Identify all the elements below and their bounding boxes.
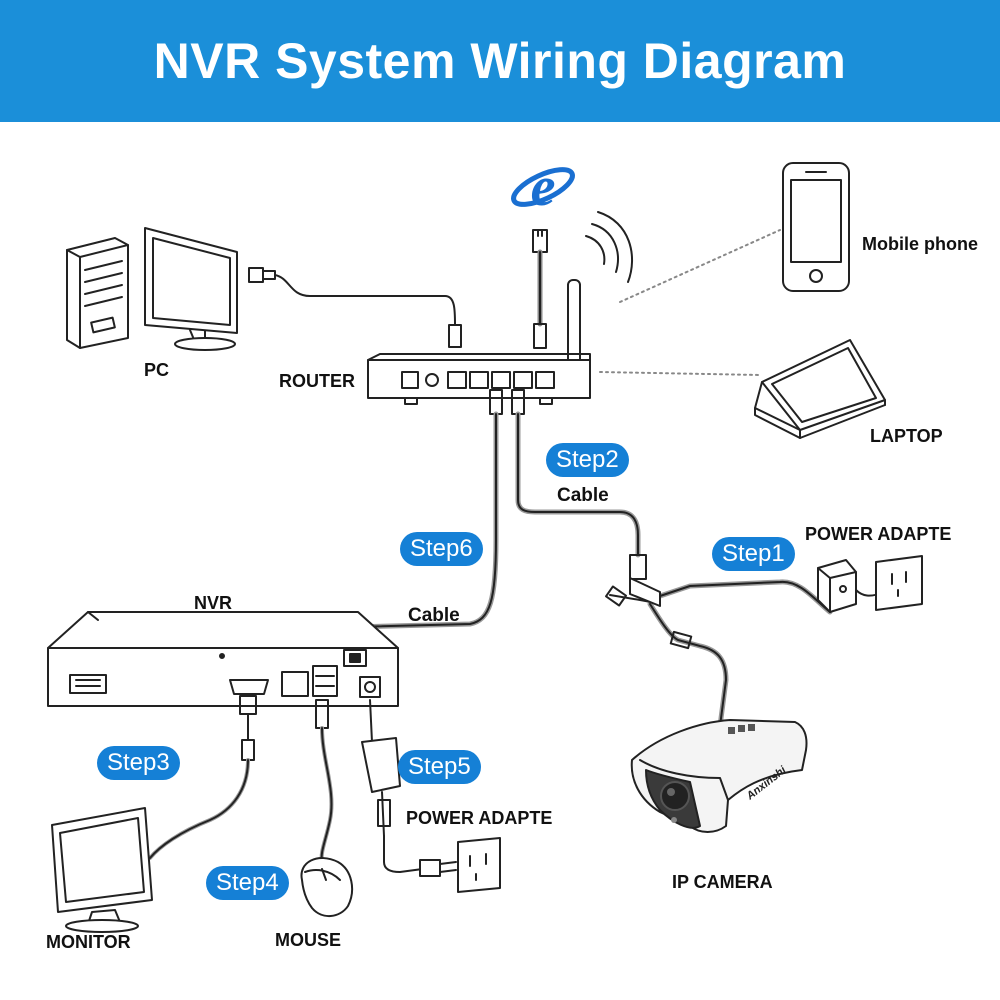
label-mouse: MOUSE (275, 930, 342, 950)
step1-badge: Step1 (712, 537, 795, 571)
label-cable-router-camera: Cable (557, 485, 609, 506)
label-laptop: LAPTOP (870, 426, 943, 446)
title-banner: NVR System Wiring Diagram (0, 0, 1000, 122)
pc-monitor-icon (144, 227, 238, 351)
pc-tower-icon (66, 237, 129, 349)
internet-explorer-icon: e (511, 156, 575, 218)
label-nvr: NVR (194, 593, 233, 613)
label-monitor: MONITOR (46, 932, 131, 952)
ip-camera-icon (630, 719, 808, 833)
pc-ethernet-plug-icon (248, 267, 462, 348)
wifi-signal-icon (585, 211, 633, 283)
label-router: ROUTER (279, 371, 355, 391)
router-uplink-cable-icon (532, 229, 548, 349)
laptop-icon (754, 339, 886, 439)
camera-pigtail-icon (605, 577, 833, 729)
nvr-power-adapter-icon (361, 699, 457, 877)
nvr-power-outlet-icon (457, 837, 501, 893)
router-to-camera-cable (511, 389, 647, 580)
camera-power-adapter-icon (817, 559, 885, 613)
vga-cable-icon (148, 695, 257, 860)
mouse-cable-icon (315, 699, 334, 864)
label-mobile-phone: Mobile phone (862, 234, 978, 254)
mobile-phone-icon (782, 162, 850, 292)
step3-badge: Step3 (97, 746, 180, 780)
label-power-adapter-camera: POWER ADAPTE (805, 524, 952, 544)
camera-power-outlet-icon (875, 555, 923, 611)
label-pc: PC (144, 360, 170, 380)
monitor-icon (51, 807, 153, 933)
step5-badge: Step5 (398, 750, 481, 784)
step6-badge: Step6 (400, 532, 483, 566)
nvr-recorder-icon (47, 611, 399, 707)
label-power-adapter-nvr: POWER ADAPTE (406, 808, 553, 828)
svg-text:e: e (531, 156, 556, 218)
label-cable-router-nvr: Cable (408, 605, 460, 626)
router-icon (367, 353, 591, 405)
label-ip-camera: IP CAMERA (672, 872, 773, 892)
page-title: NVR System Wiring Diagram (153, 33, 847, 89)
mouse-icon (300, 857, 354, 917)
step2-badge: Step2 (546, 443, 629, 477)
step4-badge: Step4 (206, 866, 289, 900)
